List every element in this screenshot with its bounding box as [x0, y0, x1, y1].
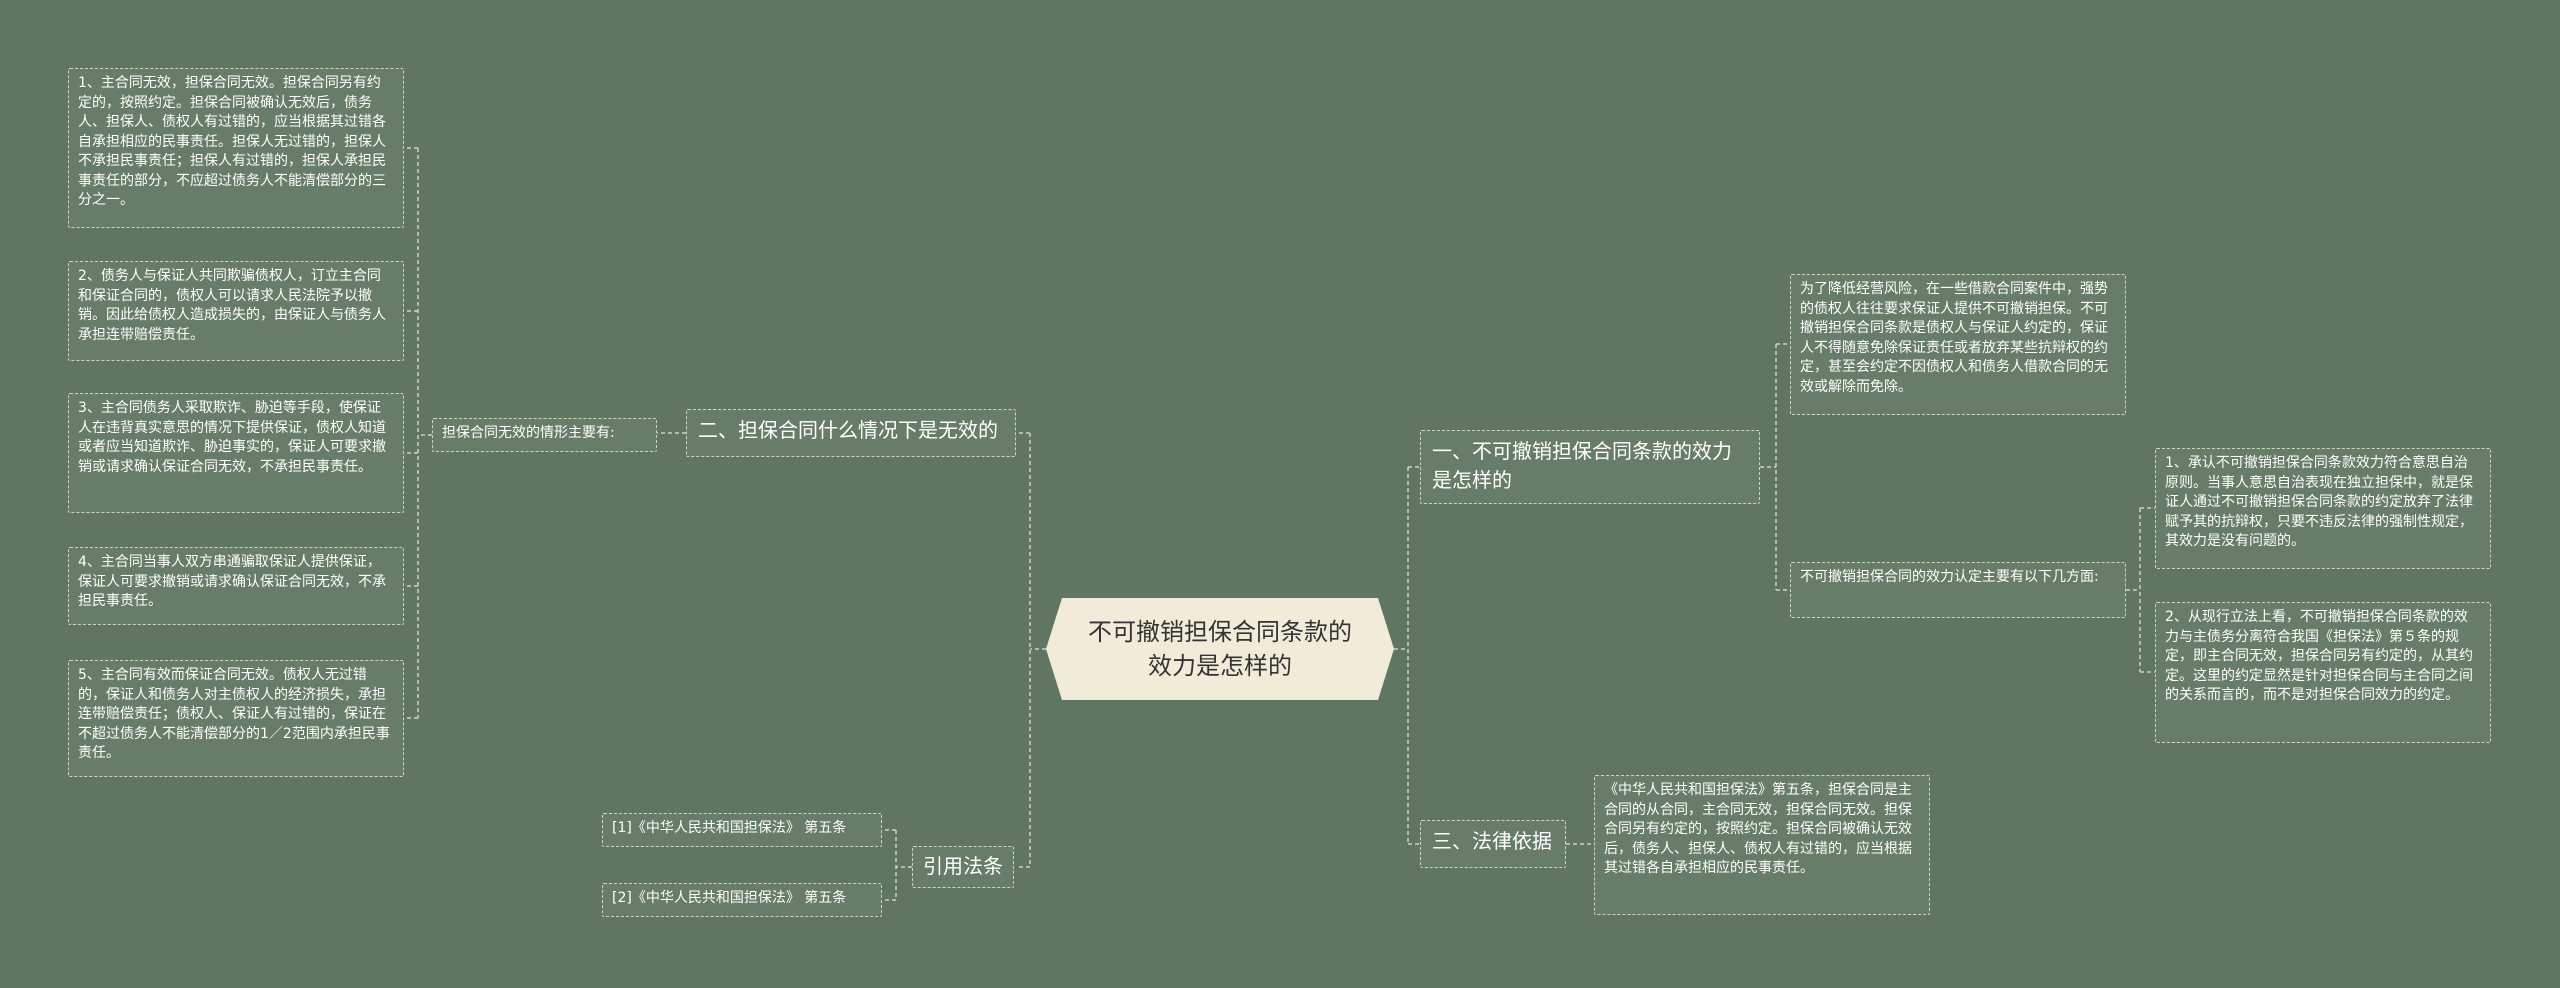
invalid-case-3: 3、主合同债务人采取欺诈、胁迫等手段，使保证人在违背真实意思的情况下提供保证，债… [68, 393, 404, 513]
invalid-case-1: 1、主合同无效，担保合同无效。担保合同另有约定的，按照约定。担保合同被确认无效后… [68, 68, 404, 228]
root-topic-label: 不可撤销担保合同条款的效力是怎样的 [1088, 618, 1352, 680]
invalid-case-4: 4、主合同当事人双方串通骗取保证人提供保证，保证人可要求撤销或请求确认保证合同无… [68, 547, 404, 625]
branch-effectiveness[interactable]: 一、不可撤销担保合同条款的效力是怎样的 [1420, 430, 1760, 504]
root-topic[interactable]: 不可撤销担保合同条款的效力是怎样的 [1046, 598, 1394, 700]
branch-legal-basis[interactable]: 三、法律依据 [1420, 820, 1566, 868]
cited-law-1[interactable]: [1]《中华人民共和国担保法》 第五条 [602, 813, 882, 847]
effectiveness-point-2: 2、从现行立法上看，不可撤销担保合同条款的效力与主债务分离符合我国《担保法》第５… [2155, 602, 2491, 743]
invalid-case-2: 2、债务人与保证人共同欺骗债权人，订立主合同和保证合同的，债权人可以请求人民法院… [68, 261, 404, 361]
effectiveness-subtopic[interactable]: 不可撤销担保合同的效力认定主要有以下几方面: [1790, 562, 2126, 618]
root-topic-shape [1046, 598, 1394, 700]
legal-basis-text: 《中华人民共和国担保法》第五条，担保合同是主合同的从合同，主合同无效，担保合同无… [1594, 775, 1930, 915]
invalid-case-5: 5、主合同有效而保证合同无效。债权人无过错的，保证人和债务人对主债权人的经济损失… [68, 660, 404, 777]
invalid-cases-subtopic[interactable]: 担保合同无效的情形主要有: [432, 418, 657, 452]
effectiveness-intro-text: 为了降低经营风险，在一些借款合同案件中，强势的债权人往往要求保证人提供不可撤销担… [1790, 274, 2126, 415]
cited-law-2[interactable]: [2]《中华人民共和国担保法》 第五条 [602, 883, 882, 917]
branch-cited-laws[interactable]: 引用法条 [912, 846, 1014, 888]
effectiveness-point-1: 1、承认不可撤销担保合同条款效力符合意思自治原则。当事人意思自治表现在独立担保中… [2155, 448, 2491, 569]
branch-invalid-cases[interactable]: 二、担保合同什么情况下是无效的 [686, 409, 1016, 457]
